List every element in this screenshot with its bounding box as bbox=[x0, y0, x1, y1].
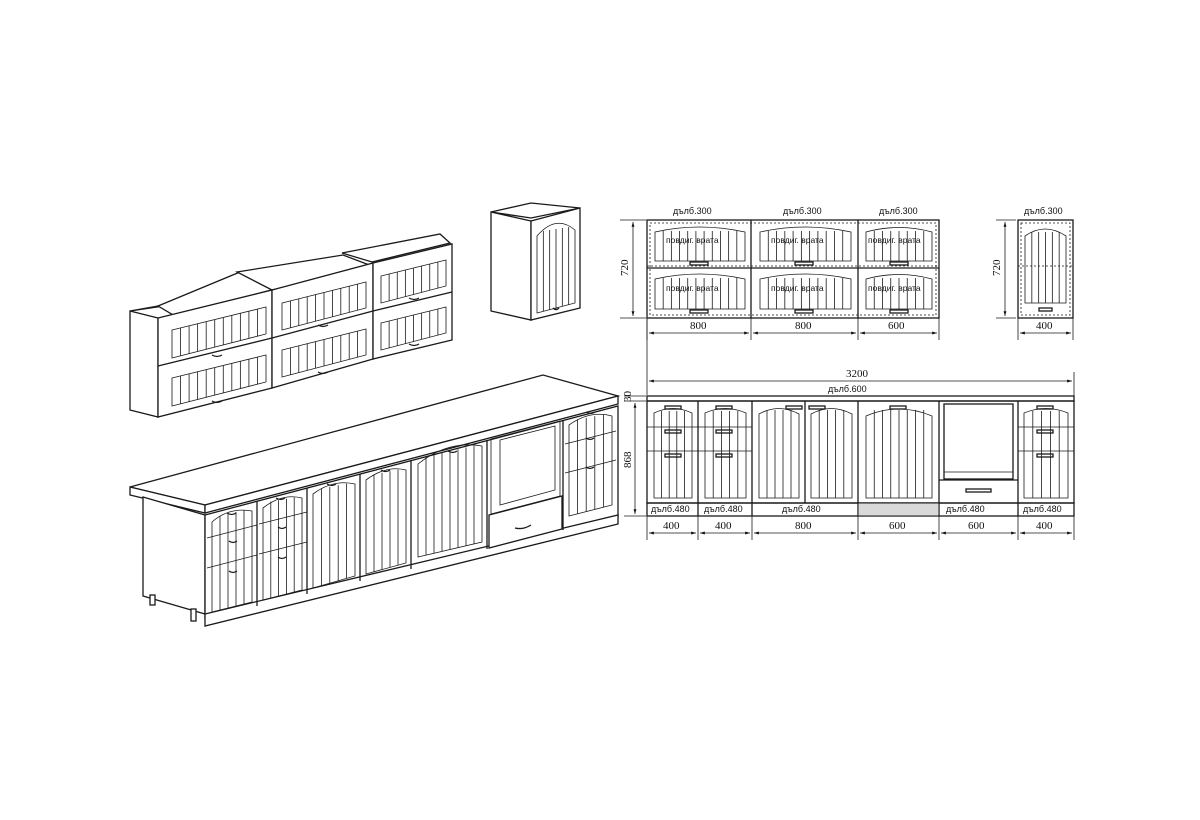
single-height-dim: 720 bbox=[991, 259, 1003, 276]
elevation-upper-cabinets: дълб.300 дълб.300 дълб.300 повдиг. врата… bbox=[619, 206, 940, 340]
base-width-1: 400 bbox=[663, 520, 680, 532]
single-depth-label: дълб.300 bbox=[1024, 206, 1063, 216]
base-width-2: 400 bbox=[715, 520, 732, 532]
base-depth-label-4: дълб.480 bbox=[946, 504, 985, 514]
single-width-dim: 400 bbox=[1036, 320, 1053, 332]
iso-base-cabinets bbox=[129, 374, 621, 627]
base-height-dim: 868 bbox=[622, 451, 634, 468]
base-width-4: 600 bbox=[889, 520, 906, 532]
door-label-4: повдиг. врата bbox=[771, 283, 824, 293]
top-thickness-dim: 30 bbox=[622, 391, 634, 403]
iso-wall-cabinets bbox=[129, 233, 453, 418]
door-label-6: повдиг. врата bbox=[868, 283, 921, 293]
upper-depth-label-3: дълб.300 bbox=[879, 206, 918, 216]
elevation-single-upper: дълб.300 720 400 bbox=[991, 206, 1074, 340]
elevation-base-cabinets: 3200 дълб.600 bbox=[622, 318, 1075, 540]
upper-depth-label-1: дълб.300 bbox=[673, 206, 712, 216]
base-depth-label-5: дълб.480 bbox=[1023, 504, 1062, 514]
total-depth-label: дълб.600 bbox=[828, 384, 867, 394]
base-depth-label-3: дълб.480 bbox=[782, 504, 821, 514]
upper-width-1: 800 bbox=[690, 320, 707, 332]
upper-width-3: 600 bbox=[888, 320, 905, 332]
base-width-5: 600 bbox=[968, 520, 985, 532]
upper-depth-label-2: дълб.300 bbox=[783, 206, 822, 216]
upper-width-2: 800 bbox=[795, 320, 812, 332]
upper-height-dim: 720 bbox=[619, 259, 631, 276]
base-width-6: 400 bbox=[1036, 520, 1053, 532]
door-label-2: повдиг. врата bbox=[666, 283, 719, 293]
total-width-dim: 3200 bbox=[846, 368, 869, 380]
base-depth-label-1: дълб.480 bbox=[651, 504, 690, 514]
iso-single-wall-cabinet bbox=[490, 202, 581, 321]
door-label-1: повдиг. врата bbox=[666, 235, 719, 245]
base-depth-label-2: дълб.480 bbox=[704, 504, 743, 514]
base-width-3: 800 bbox=[795, 520, 812, 532]
door-label-5: повдиг. врата bbox=[868, 235, 921, 245]
door-label-3: повдиг. врата bbox=[771, 235, 824, 245]
